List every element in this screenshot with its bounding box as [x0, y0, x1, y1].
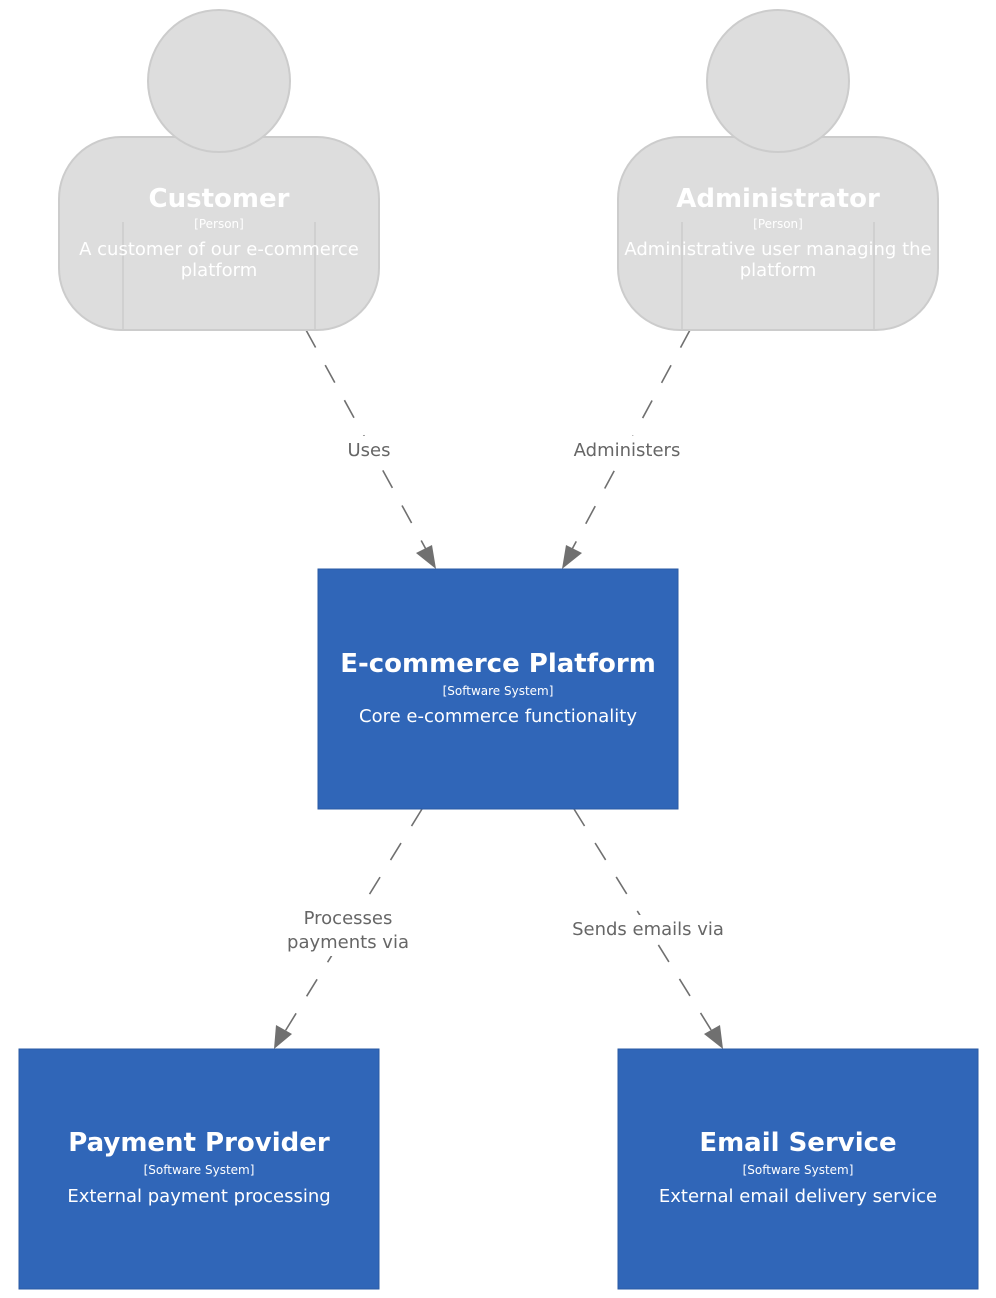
system-box	[617, 1048, 979, 1290]
relation-label-administers: Administers	[574, 440, 681, 461]
person-description-line-2: platform	[181, 260, 257, 281]
system-name: E-commerce Platform	[340, 649, 656, 679]
system-ecommerce-platform: E-commerce Platform [Software System] Co…	[317, 568, 679, 810]
person-description-line-1: A customer of our e-commerce	[79, 239, 359, 260]
relation-processes-payments: Processes payments via	[274, 808, 423, 1049]
system-box	[317, 568, 679, 810]
relation-label-sends-emails: Sends emails via	[572, 919, 724, 940]
system-description: External payment processing	[67, 1186, 330, 1207]
person-customer: Customer [Person] A customer of our e-co…	[58, 9, 380, 331]
system-email-service: Email Service [Software System] External…	[617, 1048, 979, 1290]
arrowhead-icon	[704, 1025, 723, 1049]
relation-label-uses: Uses	[347, 440, 390, 461]
relation-administers: Administers	[562, 329, 691, 569]
person-body-shape	[58, 136, 380, 331]
person-administrator: Administrator [Person] Administrative us…	[617, 9, 939, 331]
system-box	[18, 1048, 380, 1290]
person-kind: [Person]	[753, 217, 803, 231]
person-body-shape	[617, 136, 939, 331]
relation-uses: Uses	[305, 329, 436, 569]
relation-label-processes-payments-line-1: Processes	[304, 908, 393, 929]
person-head-shape	[706, 9, 850, 153]
person-description-line-2: platform	[740, 260, 816, 281]
relation-sends-emails: Sends emails via	[568, 808, 728, 1049]
system-kind: [Software System]	[743, 1163, 854, 1177]
system-name: Payment Provider	[68, 1128, 330, 1158]
person-kind: [Person]	[194, 217, 244, 231]
person-description-line-1: Administrative user managing the	[624, 239, 931, 260]
system-kind: [Software System]	[144, 1163, 255, 1177]
arrowhead-icon	[274, 1025, 292, 1049]
person-head-shape	[147, 9, 291, 153]
system-kind: [Software System]	[443, 684, 554, 698]
system-name: Email Service	[699, 1128, 896, 1158]
person-name: Administrator	[676, 184, 880, 214]
system-description: External email delivery service	[659, 1186, 937, 1207]
system-payment-provider: Payment Provider [Software System] Exter…	[18, 1048, 380, 1290]
arrowhead-icon	[562, 545, 582, 569]
arrowhead-icon	[416, 545, 436, 569]
relation-label-processes-payments-line-2: payments via	[287, 932, 409, 953]
system-description: Core e-commerce functionality	[359, 706, 637, 727]
person-name: Customer	[149, 184, 290, 214]
